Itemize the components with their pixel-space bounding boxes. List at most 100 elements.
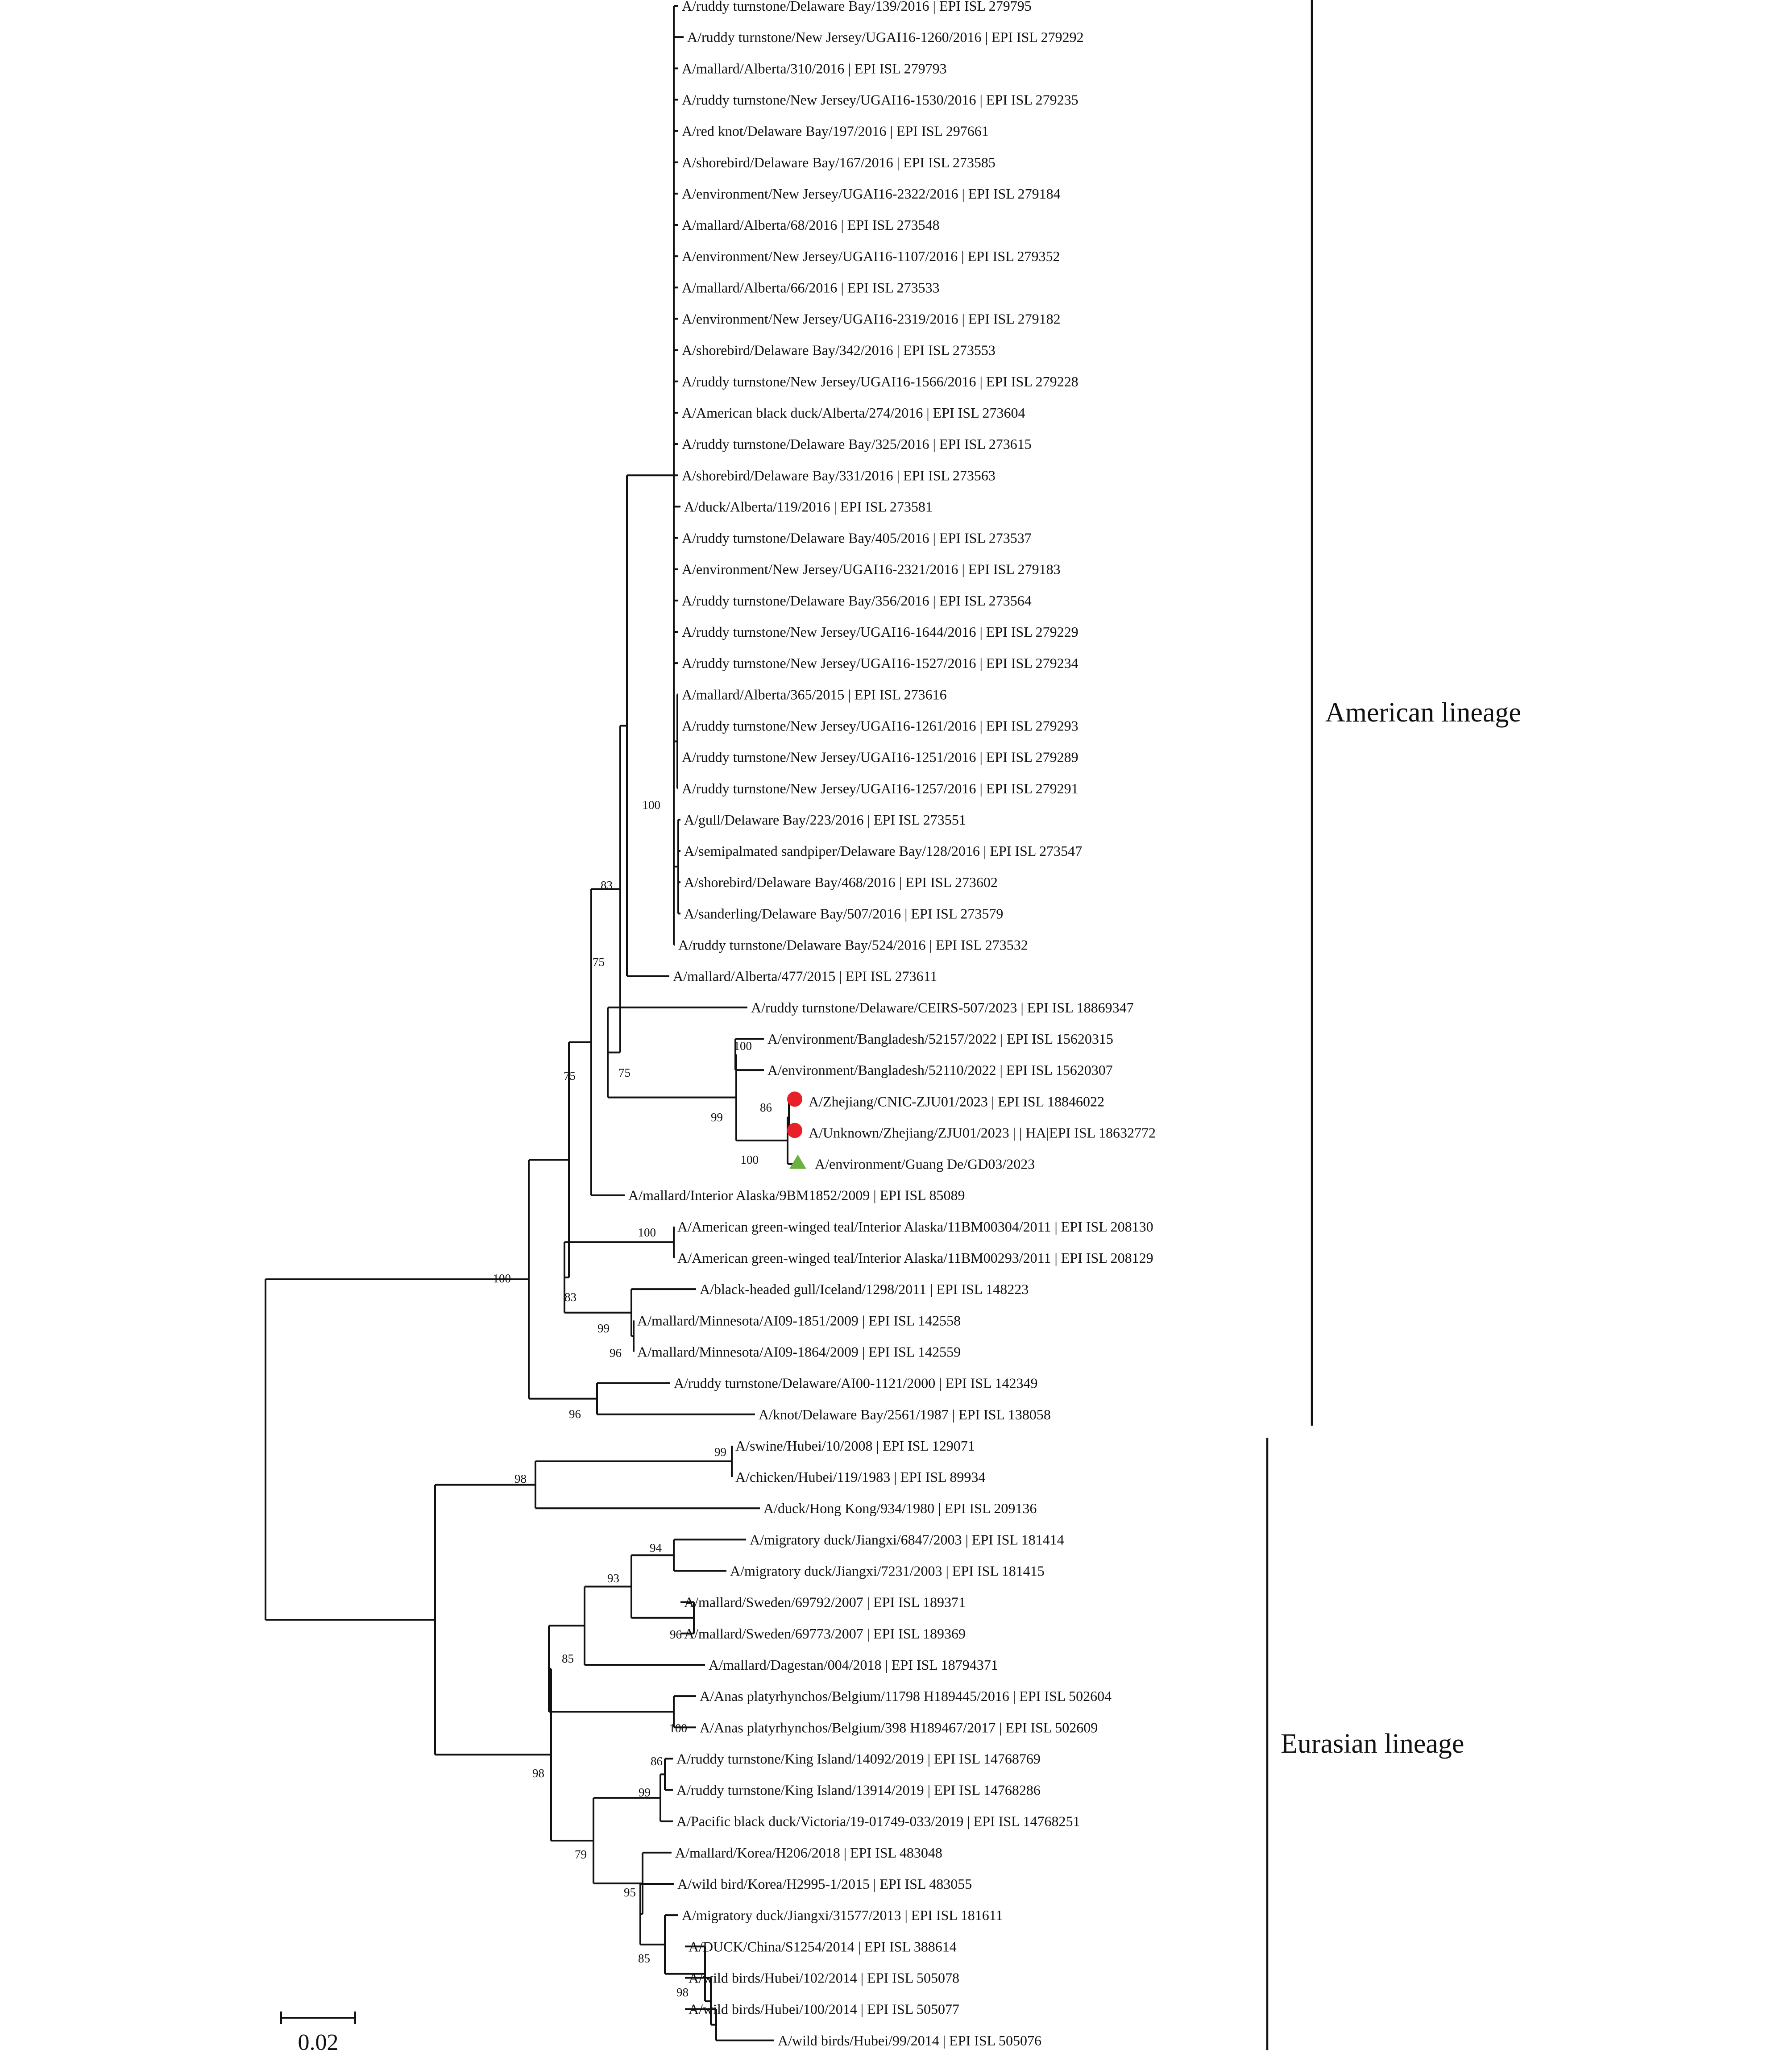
bootstrap-label: 100 (638, 1226, 656, 1239)
bootstrap-label: 99 (639, 1786, 651, 1799)
bootstrap-label: 93 (607, 1572, 619, 1585)
tip-labels: A/ruddy turnstone/Delaware Bay/139/2016 … (628, 0, 1156, 2049)
tip-label: A/gull/Delaware Bay/223/2016 | EPI ISL 2… (684, 812, 966, 828)
bootstrap-label: 100 (493, 1272, 511, 1285)
scale-bar: 0.02 (280, 2012, 356, 2053)
bootstrap-label: 94 (650, 1541, 662, 1555)
bootstrap-label: 99 (597, 1322, 610, 1335)
tip-label: A/migratory duck/Jiangxi/31577/2013 | EP… (682, 1907, 1003, 1923)
bootstrap-label: 98 (532, 1767, 544, 1780)
bootstrap-label: 100 (741, 1153, 759, 1166)
tip-label: A/mallard/Dagestan/004/2018 | EPI ISL 18… (709, 1657, 998, 1673)
tip-label: A/shorebird/Delaware Bay/167/2016 | EPI … (682, 154, 996, 170)
bootstrap-label: 98 (514, 1472, 527, 1485)
tip-label: A/American green-winged teal/Interior Al… (677, 1250, 1153, 1266)
tip-label: A/ruddy turnstone/Delaware Bay/524/2016 … (678, 937, 1028, 953)
american-lineage-label: American lineage (1325, 697, 1521, 728)
tip-label: A/mallard/Sweden/69792/2007 | EPI ISL 18… (684, 1594, 966, 1610)
tip-label: A/Anas platyrhynchos/Belgium/11798 H1894… (700, 1688, 1112, 1704)
tip-label: A/environment/New Jersey/UGAI16-2321/201… (682, 561, 1061, 577)
tip-label: A/shorebird/Delaware Bay/331/2016 | EPI … (682, 467, 996, 483)
tip-label: A/semipalmated sandpiper/Delaware Bay/12… (684, 843, 1082, 859)
tip-label: A/DUCK/China/S1254/2014 | EPI ISL 388614 (689, 1938, 957, 1954)
tip-label: A/knot/Delaware Bay/2561/1987 | EPI ISL … (759, 1406, 1051, 1423)
eurasian-lineage-label: Eurasian lineage (1281, 1729, 1464, 1759)
tip-label: A/American green-winged teal/Interior Al… (677, 1219, 1153, 1235)
bootstrap-label: 98 (676, 1986, 689, 1999)
tip-label: A/mallard/Alberta/477/2015 | EPI ISL 273… (673, 968, 937, 984)
bootstrap-label: 100 (643, 798, 661, 812)
bootstrap-label: 99 (711, 1111, 723, 1124)
tip-label: A/wild birds/Hubei/100/2014 | EPI ISL 50… (689, 2001, 959, 2017)
tip-label: A/sanderling/Delaware Bay/507/2016 | EPI… (684, 905, 1003, 921)
tip-label: A/migratory duck/Jiangxi/6847/2003 | EPI… (750, 1531, 1064, 1547)
bootstrap-label: 95 (624, 1886, 636, 1899)
tip-label: A/ruddy turnstone/Delaware Bay/405/2016 … (682, 530, 1032, 546)
tip-label: A/Pacific black duck/Victoria/19-01749-0… (676, 1813, 1080, 1829)
tip-label: A/Anas platyrhynchos/Belgium/398 H189467… (700, 1719, 1098, 1735)
tip-label: A/migratory duck/Jiangxi/7231/2003 | EPI… (730, 1563, 1045, 1579)
bootstrap-label: 75 (593, 955, 605, 969)
bootstrap-label: 96 (670, 1628, 682, 1641)
bootstrap-label: 96 (569, 1407, 581, 1421)
tip-label: A/ruddy turnstone/King Island/14092/2019… (676, 1750, 1041, 1767)
tip-label: A/shorebird/Delaware Bay/468/2016 | EPI … (684, 874, 998, 890)
tip-label: A/duck/Alberta/119/2016 | EPI ISL 273581 (684, 498, 933, 514)
scale-bar-label: 0.02 (298, 2030, 339, 2053)
tip-label: A/ruddy turnstone/New Jersey/UGAI16-1644… (682, 624, 1079, 640)
bootstrap-label: 100 (734, 1039, 752, 1053)
bootstrap-label: 86 (651, 1754, 663, 1768)
tip-label: A/ruddy turnstone/Delaware Bay/325/2016 … (682, 436, 1032, 452)
tip-label: A/ruddy turnstone/Delaware/CEIRS-507/202… (751, 1000, 1134, 1016)
tip-label: A/wild birds/Hubei/99/2014 | EPI ISL 505… (778, 2032, 1041, 2049)
bootstrap-label: 79 (575, 1848, 587, 1861)
tip-label: A/mallard/Minnesota/AI09-1864/2009 | EPI… (637, 1344, 961, 1360)
tip-label: A/environment/Bangladesh/52157/2022 | EP… (767, 1031, 1113, 1047)
bootstrap-label: 100 (669, 1721, 688, 1735)
tip-label: A/chicken/Hubei/119/1983 | EPI ISL 89934 (735, 1469, 985, 1485)
tip-label: A/environment/New Jersey/UGAI16-1107/201… (682, 248, 1060, 264)
tip-label: A/duck/Hong Kong/934/1980 | EPI ISL 2091… (763, 1500, 1037, 1516)
tip-label: A/Zhejiang/CNIC-ZJU01/2023 | EPI ISL 188… (809, 1093, 1104, 1109)
red-circle-marker (787, 1091, 802, 1107)
tip-label: A/wild birds/Hubei/102/2014 | EPI ISL 50… (689, 1970, 959, 1986)
tip-label: A/ruddy turnstone/Delaware Bay/139/2016 … (682, 0, 1032, 14)
tip-label: A/black-headed gull/Iceland/1298/2011 | … (700, 1281, 1029, 1297)
tip-label: A/mallard/Minnesota/AI09-1851/2009 | EPI… (637, 1312, 961, 1328)
tip-label: A/wild bird/Korea/H2995-1/2015 | EPI ISL… (677, 1876, 972, 1892)
bootstrap-label: 75 (564, 1069, 576, 1082)
tip-label: A/ruddy turnstone/New Jersey/UGAI16-1251… (682, 749, 1079, 765)
bootstrap-label: 99 (714, 1445, 726, 1459)
tip-label: A/mallard/Alberta/365/2015 | EPI ISL 273… (682, 686, 947, 702)
bootstrap-label: 83 (601, 879, 613, 892)
bootstrap-label: 96 (610, 1346, 622, 1360)
tip-label: A/environment/New Jersey/UGAI16-2322/201… (682, 186, 1061, 202)
tip-label: A/American black duck/Alberta/274/2016 |… (682, 405, 1025, 421)
tip-label: A/environment/Bangladesh/52110/2022 | EP… (767, 1062, 1113, 1078)
tip-label: A/mallard/Alberta/66/2016 | EPI ISL 2735… (682, 279, 940, 295)
tip-label: A/ruddy turnstone/Delaware Bay/356/2016 … (682, 593, 1032, 609)
tip-label: A/ruddy turnstone/New Jersey/UGAI16-1260… (687, 29, 1084, 45)
tip-label: A/mallard/Alberta/310/2016 | EPI ISL 279… (682, 60, 947, 76)
tip-label: A/swine/Hubei/10/2008 | EPI ISL 129071 (735, 1438, 975, 1454)
bootstrap-label: 85 (638, 1952, 650, 1965)
tip-label: A/ruddy turnstone/New Jersey/UGAI16-1566… (682, 373, 1079, 390)
tip-label: A/ruddy turnstone/King Island/13914/2019… (676, 1782, 1041, 1798)
green-triangle-marker (789, 1154, 806, 1169)
bootstrap-label: 83 (564, 1290, 577, 1304)
tip-label: A/ruddy turnstone/New Jersey/UGAI16-1257… (682, 780, 1079, 796)
bootstrap-label: 75 (618, 1066, 631, 1079)
tip-label: A/mallard/Korea/H206/2018 | EPI ISL 4830… (675, 1845, 942, 1861)
bootstrap-label: 86 (760, 1101, 772, 1114)
tip-label: A/environment/New Jersey/UGAI16-2319/201… (682, 311, 1061, 327)
tip-label: A/ruddy turnstone/Delaware/AI00-1121/200… (674, 1375, 1037, 1391)
tip-label: A/environment/Guang De/GD03/2023 (815, 1156, 1035, 1172)
bootstrap-label: 85 (562, 1652, 574, 1665)
tip-label: A/mallard/Interior Alaska/9BM1852/2009 |… (628, 1187, 965, 1203)
tip-label: A/shorebird/Delaware Bay/342/2016 | EPI … (682, 342, 996, 358)
tip-label: A/red knot/Delaware Bay/197/2016 | EPI I… (682, 123, 989, 139)
tree-branches (265, 5, 793, 2041)
tip-label: A/mallard/Alberta/68/2016 | EPI ISL 2735… (682, 217, 940, 233)
